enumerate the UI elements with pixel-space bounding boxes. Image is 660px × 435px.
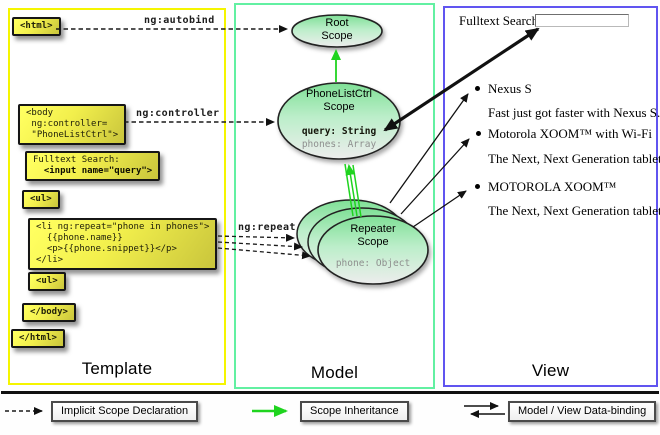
scope-prop-query: query: String [301, 126, 377, 137]
scope-title-line: PhoneListCtrl [305, 88, 373, 100]
legend-scope-inheritance: Scope Inheritance [300, 401, 409, 422]
code-box-html-open: <html> [12, 17, 61, 36]
scope-prop-phone: phone: Object [335, 258, 411, 269]
code-text: <ul> [36, 276, 58, 286]
model-panel-label: Model [310, 363, 359, 382]
code-text: <body [26, 108, 54, 118]
code-box-html-close: </html> [11, 329, 65, 348]
repeater-scope-props: phone: Object [318, 257, 428, 270]
legend-implicit-scope-declaration: Implicit Scope Declaration [51, 401, 199, 422]
code-box-ul-open-2: <ul> [28, 272, 66, 291]
code-text: <html> [20, 21, 53, 31]
legend-model-view-data-binding: Model / View Data-binding [508, 401, 657, 422]
legend-divider [1, 391, 659, 394]
fulltext-search-label: Fulltext Search: [459, 13, 542, 28]
repeater-scope-title: Repeater Scope [318, 223, 428, 248]
scope-title-line: Repeater [350, 223, 396, 235]
view-item-desc: The Next, Next Generation tablet. [488, 151, 660, 166]
code-text: <ul> [30, 194, 52, 204]
view-item-title: Nexus S [488, 81, 532, 96]
view-item-title: Motorola XOOM™ with Wi-Fi [488, 126, 653, 141]
code-box-body-close: </body> [22, 303, 76, 322]
code-text: <p>{{phone.snippet}}</p> [36, 244, 177, 254]
scope-prop-phones: phones: Array [301, 139, 377, 150]
code-box-fulltext-input: Fulltext Search: <input name="query"> [25, 151, 161, 181]
view-item-desc: Fast just got faster with Nexus S. [488, 105, 660, 120]
legend-double-arrow-icon [464, 402, 505, 418]
code-text: </li> [36, 255, 64, 265]
code-text: ng:controller= [26, 119, 108, 129]
phonelistctrl-scope-props: query: String phones: Array [279, 125, 399, 151]
code-box-ul-open-1: <ul> [22, 190, 60, 209]
bullet-icon [476, 131, 481, 136]
view-panel-label: View [531, 361, 570, 380]
scope-title-line: Scope [321, 29, 353, 42]
code-text: <li ng:repeat="phone in phones"> [36, 222, 210, 232]
code-box-li-repeat: <li ng:repeat="phone in phones"> {{phone… [28, 218, 218, 270]
ng-repeat-label: ng:repeat [238, 222, 296, 233]
fulltext-search-input[interactable] [535, 14, 629, 27]
view-panel: View [443, 6, 658, 387]
ng-controller-label: ng:controller [136, 108, 220, 119]
code-text: </body> [30, 307, 68, 317]
scope-title-line: Scope [357, 235, 389, 248]
bullet-icon [475, 184, 480, 189]
view-item-title: MOTOROLA XOOM™ [488, 179, 617, 194]
code-text: {{phone.name}} [36, 233, 123, 243]
code-text: </html> [19, 333, 57, 343]
bullet-icon [475, 86, 480, 91]
ng-autobind-label: ng:autobind [144, 15, 215, 26]
code-box-body-open: <body ng:controller= "PhoneListCtrl"> [18, 104, 127, 145]
model-panel: Model [234, 3, 435, 389]
view-item-desc: The Next, Next Generation tablet. [488, 203, 660, 218]
code-text: <input name="query"> [33, 166, 153, 176]
root-scope-title: Root Scope [292, 17, 382, 42]
phonelistctrl-scope-title: PhoneListCtrl Scope [279, 88, 399, 113]
code-text: "PhoneListCtrl"> [26, 130, 119, 140]
code-text: Fulltext Search: [33, 155, 120, 165]
template-panel-label: Template [81, 359, 153, 378]
scope-title-line: Scope [323, 100, 355, 113]
scope-title-line: Root [325, 17, 349, 29]
